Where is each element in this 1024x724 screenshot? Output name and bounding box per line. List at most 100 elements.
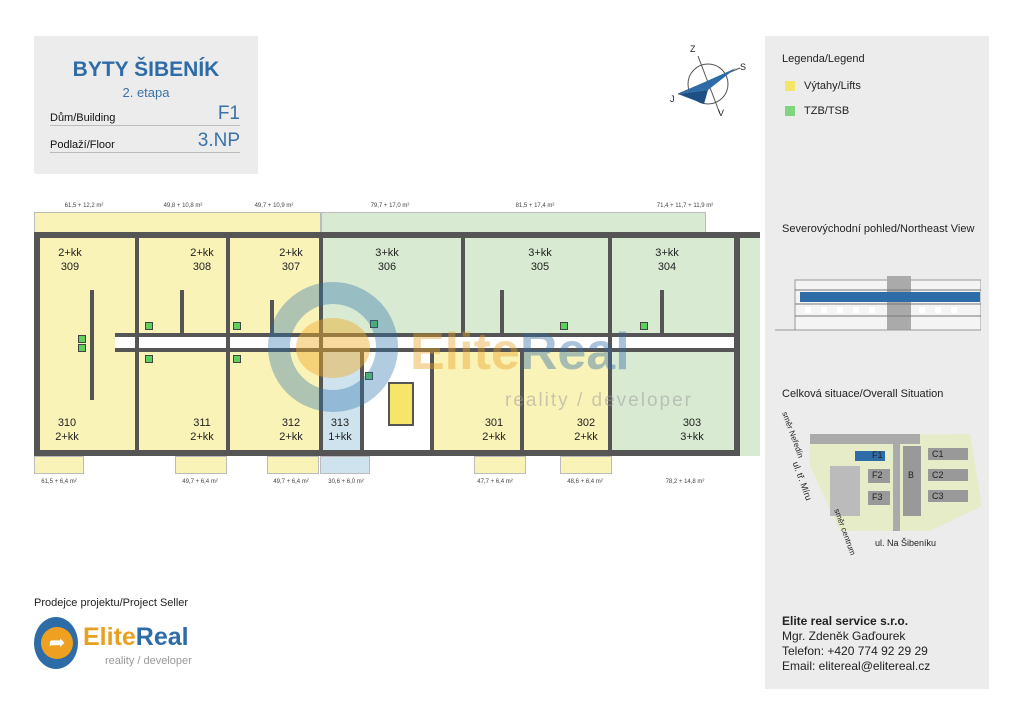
unit-number: 308 [192, 261, 212, 273]
unit-number: 311 [193, 417, 211, 429]
unit-type: 2+kk [482, 431, 506, 443]
northeast-view-image [775, 274, 982, 332]
unit-number: 304 [657, 261, 677, 273]
three-room-zone [610, 352, 740, 456]
seller-brand: EliteReal [83, 623, 189, 651]
project-stage: 2. etapa [122, 85, 170, 100]
area-label: 78,2 + 14,8 m² [665, 479, 705, 485]
floor-label: Podlaží/Floor [50, 139, 115, 151]
wall [90, 290, 94, 400]
area-label: 30,6 + 6,0 m² [328, 479, 364, 485]
site-B: B [908, 470, 915, 480]
balcony [321, 212, 706, 234]
balcony [34, 456, 84, 474]
tzb-shaft [233, 355, 241, 363]
unit-number: 309 [60, 261, 80, 273]
area-label: 79,7 + 17,0 m² [370, 203, 410, 209]
area-label: 71,4 + 11,7 + 11,9 m² [656, 203, 714, 209]
lift-swatch [785, 81, 795, 91]
balcony [320, 456, 370, 474]
wall [608, 232, 612, 456]
area-label: 49,7 + 6,4 m² [182, 479, 218, 485]
building-value: F1 [217, 103, 240, 124]
tzb-shaft [145, 322, 153, 330]
project-title: BYTY ŠIBENÍK [72, 58, 220, 81]
contact-person: Mgr. Zdeněk Gaďourek [782, 629, 906, 643]
northeast-view-title: Severovýchodní pohled/Northeast View [782, 223, 975, 235]
unit-309[interactable]: 2+kk 309 [50, 246, 90, 274]
unit-type: 3+kk [528, 247, 552, 259]
seller-tagline: reality / developer [105, 655, 192, 667]
compass-west: J [670, 94, 675, 104]
tzb-shaft [78, 335, 86, 343]
unit-number: 301 [484, 417, 504, 429]
tzb-shaft [233, 322, 241, 330]
site-C2: C2 [932, 470, 944, 480]
tzb-shaft [145, 355, 153, 363]
wall [34, 450, 740, 456]
unit-type: 3+kk [680, 431, 704, 443]
unit-number: 307 [281, 261, 301, 273]
area-label: 49,7 + 10,9 m² [254, 203, 294, 209]
unit-number: 303 [682, 417, 702, 429]
unit-301[interactable]: 301 2+kk [474, 416, 514, 444]
unit-type: 2+kk [190, 431, 214, 443]
building-label: Dům/Building [50, 112, 116, 124]
unit-type: 2+kk [574, 431, 598, 443]
balcony [34, 212, 321, 234]
info-panel: Legenda/Legend Výtahy/Lifts TZB/TSB Seve… [765, 36, 989, 689]
unit-number: 302 [576, 417, 596, 429]
tzb-shaft [560, 322, 568, 330]
unit-type: 1+kk [328, 431, 352, 443]
contact-info: Elite real service s.r.o. Mgr. Zdeněk Ga… [782, 614, 930, 674]
unit-type: 3+kk [375, 247, 399, 259]
wall [34, 232, 40, 456]
contact-email[interactable]: Email: elitereal@elitereal.cz [782, 659, 931, 673]
project-info-box: BYTY ŠIBENÍK 2. etapa Dům/Building F1 Po… [34, 36, 258, 174]
unit-type: 2+kk [279, 247, 303, 259]
unit-307[interactable]: 2+kk 307 [271, 246, 311, 274]
area-label: 49,8 + 10,8 m² [163, 203, 203, 209]
seller-logo-icon: ➦ [34, 617, 78, 669]
wall [520, 352, 524, 456]
area-label: 49,7 + 6,4 m² [273, 479, 309, 485]
area-label: 47,7 + 6,4 m² [477, 479, 513, 485]
unit-302[interactable]: 302 2+kk [566, 416, 606, 444]
wall [500, 290, 504, 333]
tzb-swatch [785, 106, 795, 116]
wall [226, 232, 230, 456]
unit-312[interactable]: 312 2+kk [271, 416, 311, 444]
lift [388, 382, 414, 426]
unit-311[interactable]: 311 2+kk [182, 416, 222, 444]
site-C3: C3 [932, 491, 944, 501]
unit-type: 2+kk [55, 431, 79, 443]
compass-south: V [718, 108, 725, 118]
area-label: 81,5 + 17,4 m² [515, 203, 555, 209]
unit-303[interactable]: 303 3+kk [672, 416, 712, 444]
wall [34, 232, 760, 238]
tzb-shaft [640, 322, 648, 330]
floor-value: 3.NP [197, 130, 240, 151]
legend-lifts: Výtahy/Lifts [804, 80, 861, 92]
wall [270, 300, 274, 333]
wall [135, 232, 139, 456]
street-bottom: ul. Na Šibeníku [875, 538, 937, 548]
site-F3: F3 [872, 492, 883, 502]
unit-number: 312 [281, 417, 301, 429]
floor-plan: 61,5 + 12,2 m² 49,8 + 10,8 m² 49,7 + 10,… [34, 203, 760, 485]
area-label: 61,5 + 6,4 m² [41, 479, 77, 485]
company-name: Elite real service s.r.o. [782, 614, 909, 628]
unit-type: 2+kk [58, 247, 82, 259]
site-F2: F2 [872, 470, 883, 480]
legend-title: Legenda/Legend [782, 53, 865, 65]
area-label: 48,6 + 6,4 m² [567, 479, 603, 485]
situation-title: Celková situace/Overall Situation [782, 388, 944, 400]
unit-type: 2+kk [279, 431, 303, 443]
contact-phone[interactable]: Telefon: +420 774 92 29 29 [782, 644, 928, 658]
